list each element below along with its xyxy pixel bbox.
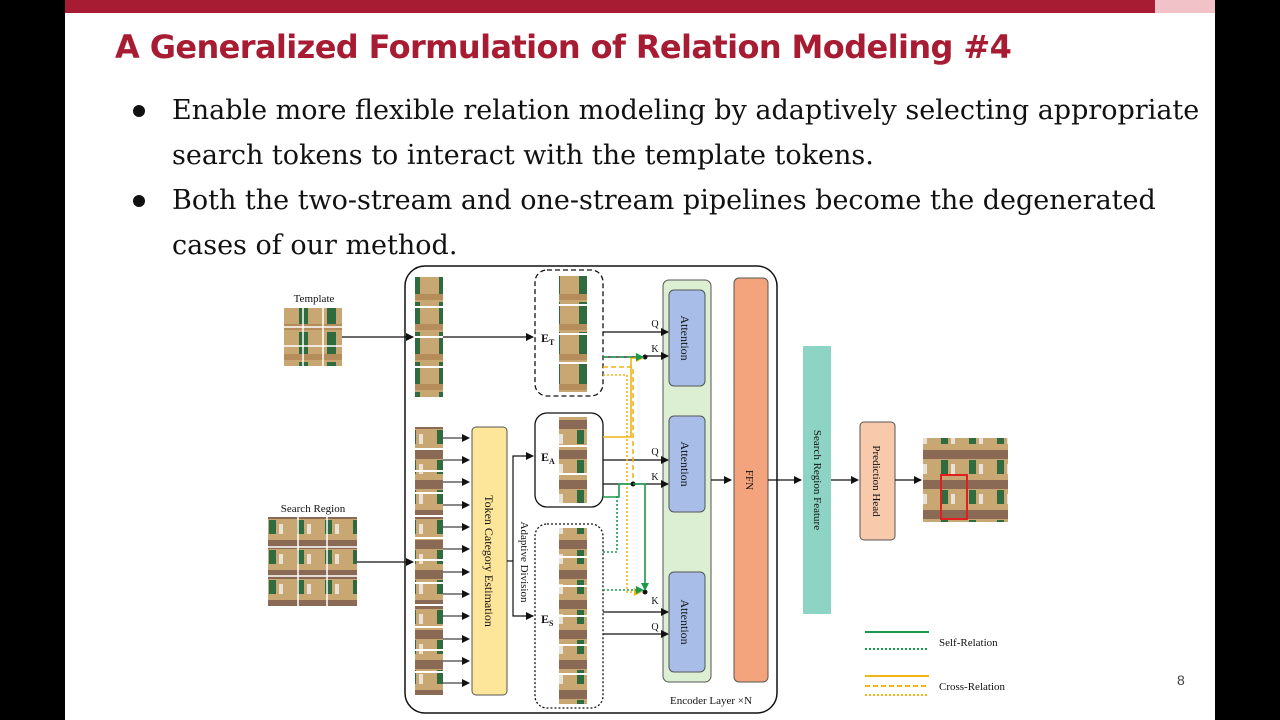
et-box (534, 269, 604, 397)
prediction-head-label: Prediction Head (870, 445, 882, 517)
bullet-dot-icon (133, 105, 145, 117)
bullet-item: Both the two-stream and one-stream pipel… (125, 178, 1205, 268)
top-bar (65, 0, 1155, 13)
q-label-middle: Q (651, 447, 659, 458)
ea-label: EA (541, 450, 555, 466)
es-label: ES (541, 612, 554, 628)
k-label-bottom: K (651, 596, 659, 607)
legend: Self-Relation Cross-Relation (865, 631, 1005, 696)
k-label-middle: K (651, 472, 659, 483)
slide: A Generalized Formulation of Relation Mo… (65, 0, 1215, 720)
division-to-ea (512, 452, 534, 561)
encoder-layer-label: Encoder Layer ×N (670, 695, 752, 707)
output-image (923, 438, 1008, 522)
attention-block-top (668, 289, 706, 387)
bullet-list: Enable more flexible relation modeling b… (125, 88, 1205, 268)
es-box (534, 523, 604, 709)
attention-label-top: Attention (678, 315, 692, 360)
legend-cross-relation: Cross-Relation (939, 681, 1005, 693)
attention-block-bottom (668, 571, 706, 673)
attention-block-middle (668, 415, 706, 513)
prediction-head-block (859, 421, 896, 541)
page-number: 8 (1177, 672, 1185, 688)
search-region-feature-block (803, 346, 831, 614)
search-token-column (415, 427, 443, 695)
adaptive-division-label: Adaptive Division (518, 522, 530, 603)
bullet-text: Enable more flexible relation modeling b… (172, 95, 1200, 171)
search-region-image (268, 517, 357, 606)
q-label-top: Q (651, 319, 659, 330)
bullet-item: Enable more flexible relation modeling b… (125, 88, 1205, 178)
search-region-grid (268, 517, 357, 606)
bullet-dot-icon (133, 195, 145, 207)
top-bar-accent (1155, 0, 1215, 13)
search-token-arrows (443, 434, 470, 687)
template-label: Template (294, 293, 335, 305)
qk-arrows (603, 328, 669, 638)
architecture-diagram: Template Search Region Encoder Layer ×N (268, 265, 1008, 714)
search-region-feature-label: Search Region Feature (811, 430, 823, 530)
token-category-estimation-label: Token Category Estimation (482, 495, 496, 627)
template-grid (284, 308, 342, 366)
division-to-es (512, 561, 534, 620)
k-label-top: K (651, 344, 659, 355)
cross-relation-lines (603, 354, 644, 596)
attention-label-middle: Attention (678, 441, 692, 486)
legend-self-relation: Self-Relation (939, 637, 998, 649)
et-label: ET (541, 331, 555, 347)
encoder-container (404, 265, 778, 714)
ea-tokens (559, 417, 587, 503)
output-bounding-box (940, 474, 968, 520)
template-image (284, 308, 342, 366)
slide-title: A Generalized Formulation of Relation Mo… (115, 28, 1012, 66)
self-relation-lines (603, 353, 649, 594)
bullet-text: Both the two-stream and one-stream pipel… (172, 185, 1156, 261)
ffn-label: FFN (743, 470, 755, 490)
q-label-bottom: Q (651, 622, 659, 633)
search-region-label: Search Region (281, 503, 346, 515)
template-token-column (415, 277, 443, 397)
attention-label-bottom: Attention (678, 599, 692, 644)
